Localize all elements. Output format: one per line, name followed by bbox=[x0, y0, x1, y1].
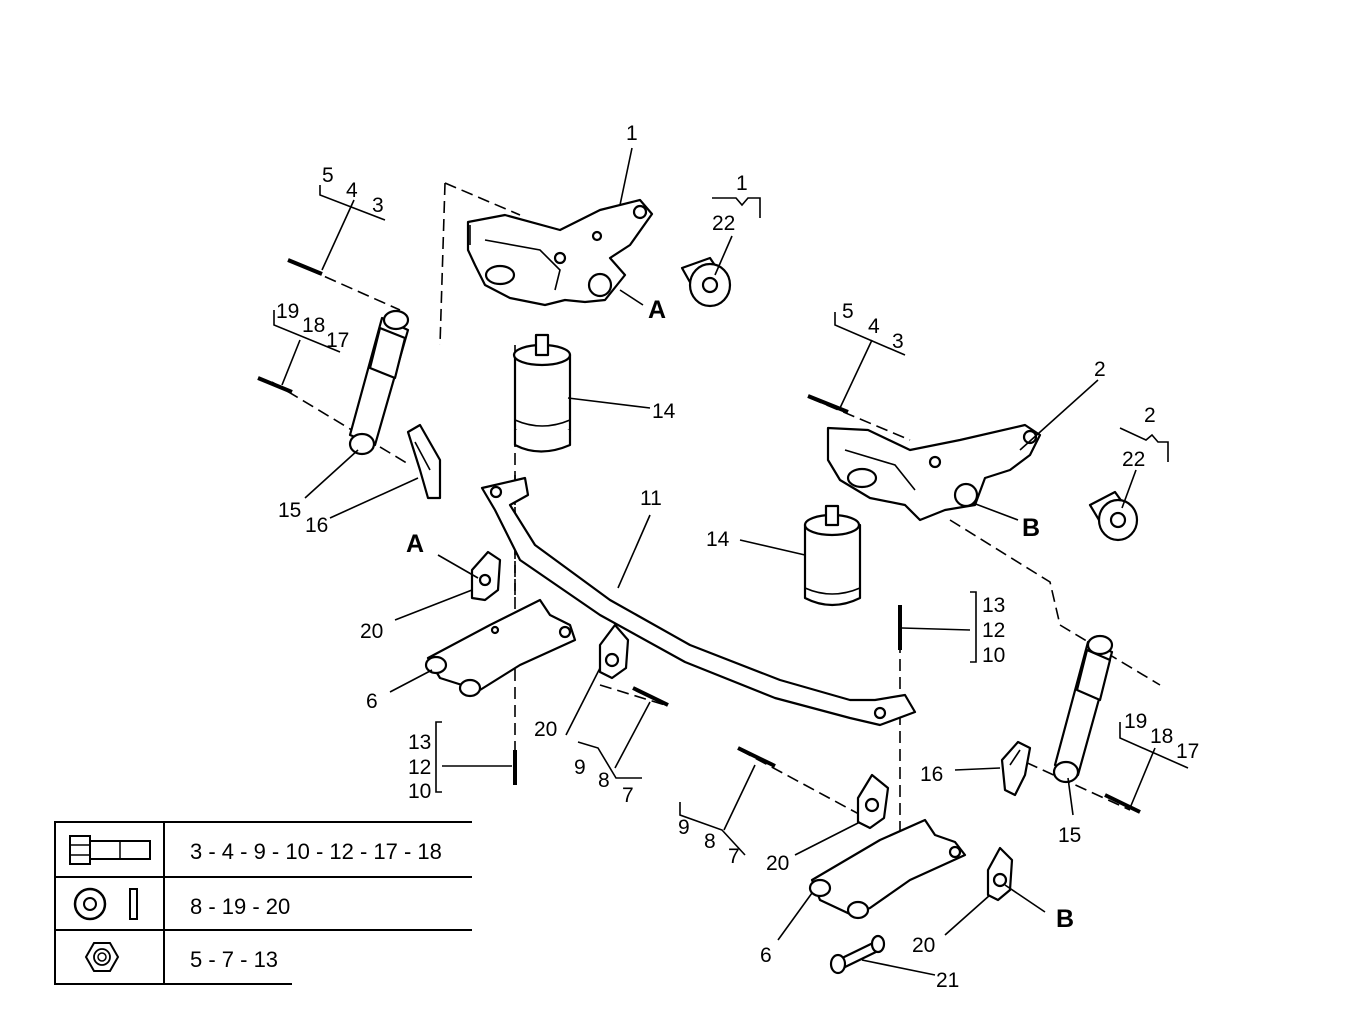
callout-17-left: 17 bbox=[326, 329, 349, 352]
callout-6-left: 6 bbox=[366, 690, 378, 713]
marker-a-left: A bbox=[406, 530, 424, 558]
legend-row-bolts: 3 - 4 - 9 - 10 - 12 - 17 - 18 bbox=[54, 823, 472, 877]
air-spring-right bbox=[803, 504, 862, 607]
bushing-right bbox=[1088, 490, 1139, 542]
legend-grid bbox=[54, 821, 472, 985]
plate-right-lower bbox=[986, 846, 1014, 902]
bolt-lower-right bbox=[737, 746, 776, 768]
shock-absorber-right bbox=[1052, 634, 1114, 784]
callout-5-right: 5 bbox=[842, 300, 854, 323]
callout-21: 21 bbox=[936, 969, 959, 992]
callout-20-right-lower: 20 bbox=[912, 934, 935, 957]
callout-13-left: 13 bbox=[408, 731, 431, 754]
callout-10-left: 10 bbox=[408, 780, 431, 803]
small-bracket-right bbox=[1000, 740, 1032, 797]
callout-2-bracket: 2 bbox=[1094, 358, 1106, 381]
washer-icon bbox=[54, 878, 164, 932]
callout-10-right: 10 bbox=[982, 644, 1005, 667]
callout-7-center: 7 bbox=[622, 784, 634, 807]
callout-18-left: 18 bbox=[302, 314, 325, 337]
legend-bolt-parts: 3 - 4 - 9 - 10 - 12 - 17 - 18 bbox=[190, 839, 442, 864]
callout-19-right: 19 bbox=[1124, 710, 1147, 733]
bolt-icon bbox=[54, 823, 164, 877]
bolt-left-upper bbox=[287, 258, 323, 276]
marker-b-top: B bbox=[1022, 514, 1040, 542]
bolt-left-lower bbox=[257, 376, 293, 394]
bolt-bottom bbox=[829, 934, 886, 975]
callout-8-right: 8 bbox=[704, 830, 716, 853]
callout-9-center: 9 bbox=[574, 756, 586, 779]
callout-9-right: 9 bbox=[678, 816, 690, 839]
marker-a-top: A bbox=[648, 296, 666, 324]
callout-20-left-upper: 20 bbox=[360, 620, 383, 643]
callout-13-right: 13 bbox=[982, 594, 1005, 617]
callout-15-left: 15 bbox=[278, 499, 301, 522]
bushing-left bbox=[680, 256, 732, 308]
callout-5-left: 5 bbox=[322, 164, 334, 187]
callout-20-left-lower: 20 bbox=[534, 718, 557, 741]
bolt-center bbox=[632, 686, 669, 707]
marker-b-bottom: B bbox=[1056, 905, 1074, 933]
callout-2-bushing-group: 2 bbox=[1144, 404, 1156, 427]
callout-12-right: 12 bbox=[982, 619, 1005, 642]
callout-6-right: 6 bbox=[760, 944, 772, 967]
callout-16-right: 16 bbox=[920, 763, 943, 786]
lower-arm-left bbox=[424, 598, 577, 698]
upper-left-bracket bbox=[466, 198, 654, 307]
callout-14-right: 14 bbox=[706, 528, 730, 551]
crossbar bbox=[480, 476, 917, 727]
callout-4-left: 4 bbox=[346, 179, 358, 202]
legend-row-washers: 8 - 19 - 20 bbox=[54, 878, 472, 932]
callout-22-left: 22 bbox=[712, 212, 735, 235]
legend-nut-parts: 5 - 7 - 13 bbox=[190, 947, 279, 972]
plate-left-upper bbox=[470, 550, 502, 602]
bolt-right-mid bbox=[807, 394, 849, 414]
bolt-right-lower bbox=[1104, 793, 1141, 814]
callout-11: 11 bbox=[640, 487, 662, 510]
shock-absorber-left bbox=[348, 309, 410, 456]
callout-3-right: 3 bbox=[892, 330, 904, 353]
right-bracket bbox=[826, 423, 1042, 522]
callout-8-center: 8 bbox=[598, 769, 610, 792]
callout-17-right: 17 bbox=[1176, 740, 1199, 763]
callout-3-left: 3 bbox=[372, 194, 384, 217]
callout-7-right: 7 bbox=[728, 845, 740, 868]
fastener-legend: 3 - 4 - 9 - 10 - 12 - 17 - 18 8 - 19 - 2… bbox=[54, 821, 472, 985]
callout-12-left: 12 bbox=[408, 756, 431, 779]
small-bracket-left bbox=[406, 423, 442, 500]
callout-15-right: 15 bbox=[1058, 824, 1081, 847]
lower-arm-right bbox=[808, 818, 967, 920]
nut-icon bbox=[54, 931, 164, 985]
callout-14-left: 14 bbox=[652, 400, 676, 423]
callout-1-bushing-group: 1 bbox=[736, 172, 748, 195]
callout-20-right-upper: 20 bbox=[766, 852, 789, 875]
callout-16-left: 16 bbox=[305, 514, 328, 537]
callout-1-bracket: 1 bbox=[626, 122, 638, 145]
callout-22-right: 22 bbox=[1122, 448, 1145, 471]
legend-row-nuts: 5 - 7 - 13 bbox=[54, 931, 472, 985]
plate-right-upper bbox=[856, 773, 890, 830]
callout-18-right: 18 bbox=[1150, 725, 1173, 748]
callout-4-right: 4 bbox=[868, 315, 880, 338]
plate-left-lower bbox=[598, 623, 630, 680]
leader-lines bbox=[273, 147, 1189, 976]
callout-19-left: 19 bbox=[276, 300, 299, 323]
air-spring-left bbox=[512, 333, 572, 453]
callout-labels: 1 1 22 5 4 3 19 18 17 15 16 14 11 A A 20… bbox=[276, 122, 1199, 992]
legend-washer-parts: 8 - 19 - 20 bbox=[190, 894, 291, 919]
